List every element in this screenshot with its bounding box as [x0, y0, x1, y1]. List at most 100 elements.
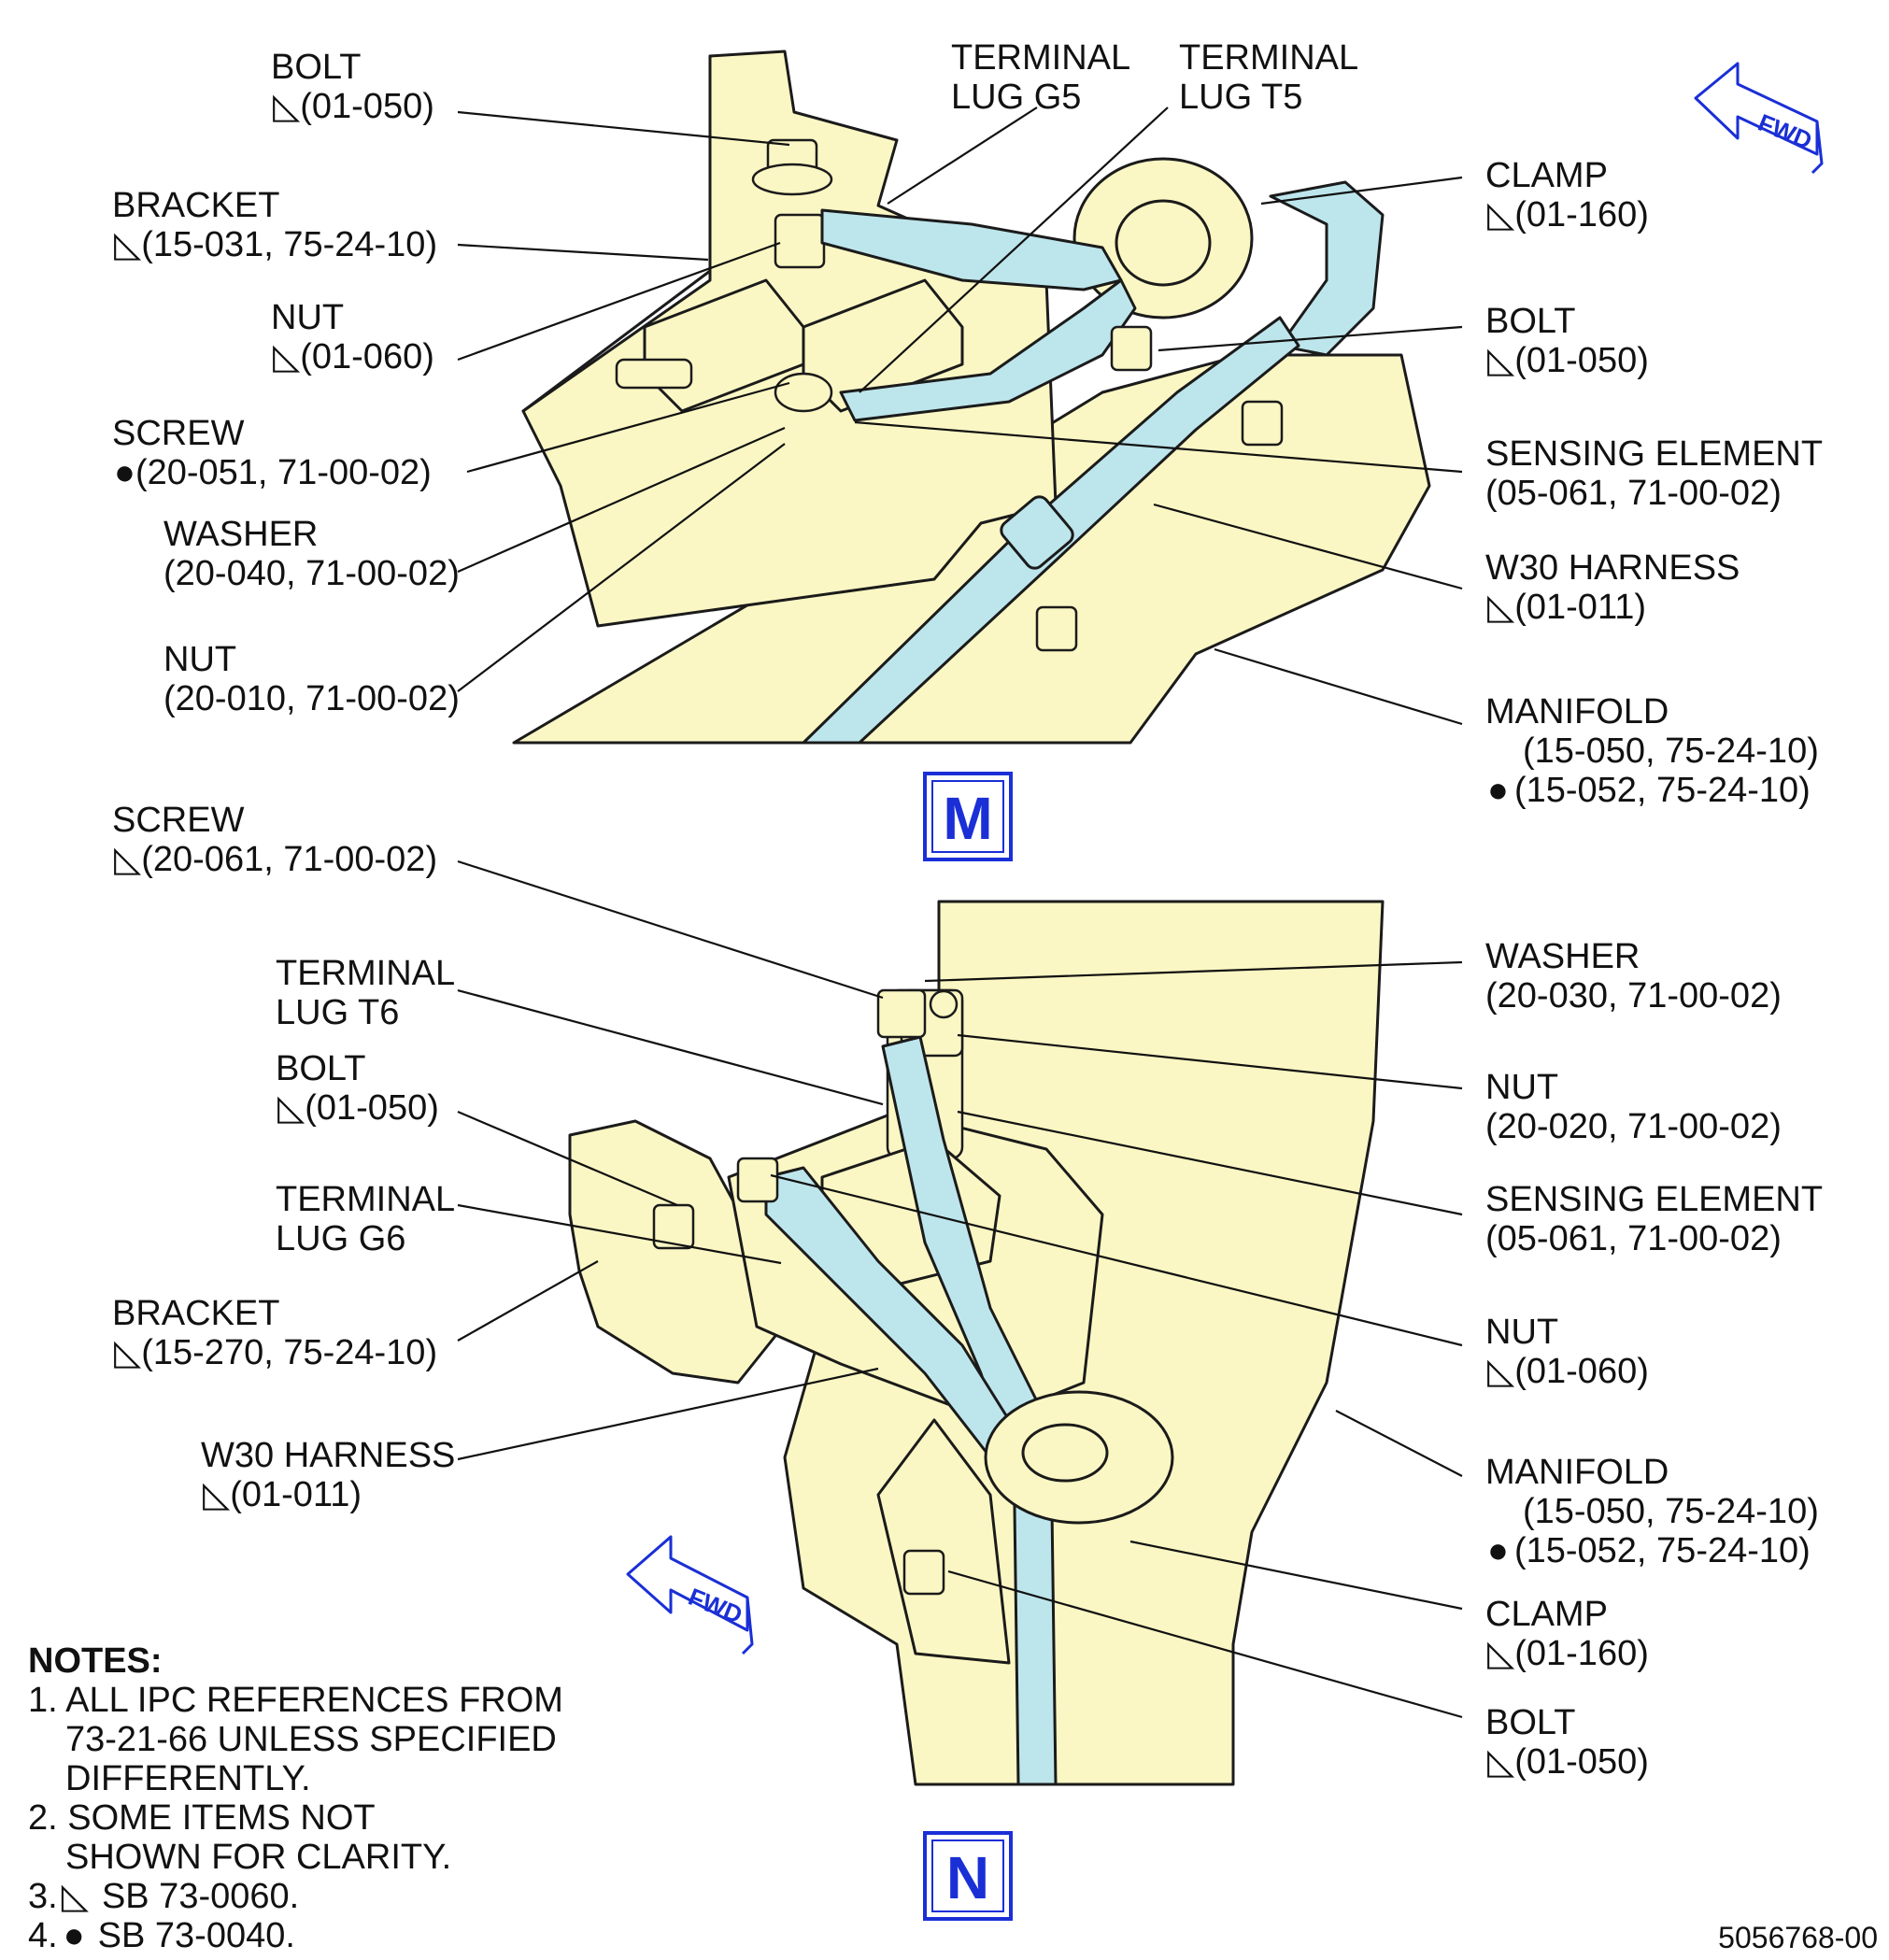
- label-screw: SCREW: [112, 414, 245, 453]
- triangle-symbol: ◺: [277, 1088, 305, 1128]
- view-n-labels: SCREW ◺(20-061, 71-00-02) TERMINAL LUG T…: [112, 801, 1823, 1782]
- svg-text:LUG T5: LUG T5: [1179, 78, 1302, 117]
- dot-symbol: ●: [1487, 1531, 1509, 1570]
- view-m-letter: M: [943, 785, 992, 852]
- svg-text:◺(01-050): ◺(01-050): [277, 1088, 439, 1128]
- svg-text:◺(15-270, 75-24-10): ◺(15-270, 75-24-10): [114, 1333, 437, 1372]
- view-n-hardware: [652, 988, 959, 1596]
- label-manifold: MANIFOLD: [1485, 692, 1669, 731]
- svg-text:LUG G6: LUG G6: [276, 1219, 405, 1258]
- label-terminal-g6: TERMINAL: [276, 1180, 455, 1219]
- svg-text:73-21-66 UNLESS SPECIFIED: 73-21-66 UNLESS SPECIFIED: [65, 1720, 557, 1759]
- svg-text:1. ALL IPC REFERENCES FROM: 1. ALL IPC REFERENCES FROM: [28, 1681, 563, 1720]
- svg-text:SHOWN FOR CLARITY.: SHOWN FOR CLARITY.: [65, 1838, 451, 1877]
- svg-text:4.●SB 73-0040.: 4.●SB 73-0040.: [28, 1916, 295, 1955]
- triangle-symbol: ◺: [62, 1877, 90, 1916]
- svg-text:2. SOME ITEMS NOT: 2. SOME ITEMS NOT: [28, 1798, 376, 1838]
- view-n-bracket: [568, 1119, 777, 1385]
- svg-text:(05-061, 71-00-02): (05-061, 71-00-02): [1485, 1219, 1782, 1258]
- triangle-symbol: ◺: [203, 1475, 231, 1514]
- triangle-symbol: ◺: [1487, 1742, 1515, 1782]
- view-m-marker: M: [923, 772, 1013, 861]
- view-n-clamp: [876, 1390, 1174, 1665]
- label-sensing-element: SENSING ELEMENT: [1485, 434, 1823, 474]
- svg-text:3.◺SB 73-0060.: 3.◺SB 73-0060.: [28, 1877, 299, 1916]
- view-n-leaders: [457, 859, 1463, 1719]
- view-m-labels: BOLT ◺(01-050) BRACKET ◺(15-031, 75-24-1…: [112, 38, 1823, 810]
- view-m-leaders: [457, 107, 1463, 726]
- notes-block: NOTES: 1. ALL IPC REFERENCES FROM 73-21-…: [28, 1641, 563, 1955]
- fwd-arrow-icon-m: FWD: [1694, 62, 1824, 175]
- svg-text:(15-050, 75-24-10): (15-050, 75-24-10): [1523, 1492, 1819, 1531]
- svg-text:◺(01-050): ◺(01-050): [1487, 1742, 1649, 1782]
- view-m-sensor-bodies: [615, 278, 964, 413]
- triangle-symbol: ◺: [1487, 1634, 1515, 1673]
- label-bolt-right-n: BOLT: [1485, 1703, 1575, 1742]
- svg-text:◺(20-061, 71-00-02): ◺(20-061, 71-00-02): [114, 840, 437, 879]
- svg-text:◺(01-060): ◺(01-060): [273, 337, 434, 376]
- notes-title: NOTES:: [28, 1641, 163, 1681]
- svg-text:(20-030, 71-00-02): (20-030, 71-00-02): [1485, 976, 1782, 1016]
- view-m-artwork: [512, 50, 1431, 745]
- triangle-symbol: ◺: [114, 1333, 142, 1372]
- label-nut-top: NUT: [271, 298, 344, 337]
- svg-text:(05-061, 71-00-02): (05-061, 71-00-02): [1485, 474, 1782, 513]
- label-harness: W30 HARNESS: [1485, 548, 1740, 588]
- view-n-harness: [764, 1035, 1058, 1786]
- label-clamp: CLAMP: [1485, 156, 1608, 195]
- svg-text:(20-010, 71-00-02): (20-010, 71-00-02): [163, 679, 460, 718]
- triangle-symbol: ◺: [1487, 1352, 1515, 1391]
- fwd-arrow-icon-n: FWD: [626, 1535, 754, 1655]
- triangle-symbol: ◺: [273, 337, 301, 376]
- label-screw-n: SCREW: [112, 801, 245, 840]
- label-terminal-t5: TERMINAL: [1179, 38, 1358, 78]
- dot-symbol: ●: [114, 453, 135, 492]
- dot-symbol: ●: [1487, 771, 1509, 810]
- svg-text:(15-050, 75-24-10): (15-050, 75-24-10): [1523, 731, 1819, 771]
- label-nut-upper-n: NUT: [1485, 1068, 1558, 1107]
- label-bolt-right: BOLT: [1485, 302, 1575, 341]
- label-washer-n: WASHER: [1485, 937, 1640, 976]
- svg-text:●(15-052, 75-24-10): ●(15-052, 75-24-10): [1487, 1531, 1811, 1570]
- svg-text:DIFFERENTLY.: DIFFERENTLY.: [65, 1759, 311, 1798]
- document-number: 5056768-00: [1718, 1921, 1878, 1954]
- label-clamp-n: CLAMP: [1485, 1595, 1608, 1634]
- triangle-symbol: ◺: [1487, 341, 1515, 380]
- label-nut-bottom: NUT: [163, 640, 236, 679]
- svg-text:◺(01-050): ◺(01-050): [273, 87, 434, 126]
- label-harness-n: W30 HARNESS: [201, 1436, 455, 1475]
- label-terminal-t6: TERMINAL: [276, 954, 455, 993]
- view-n-marker: N: [923, 1831, 1013, 1921]
- label-manifold-n: MANIFOLD: [1485, 1453, 1669, 1492]
- view-n-artwork: [568, 900, 1385, 1786]
- svg-text:LUG T6: LUG T6: [276, 993, 399, 1032]
- label-washer: WASHER: [163, 515, 318, 554]
- label-terminal-g5: TERMINAL: [951, 38, 1130, 78]
- svg-text:◺(01-160): ◺(01-160): [1487, 195, 1649, 234]
- view-n-letter: N: [946, 1844, 989, 1911]
- svg-text:●(20-051, 71-00-02): ●(20-051, 71-00-02): [114, 453, 432, 492]
- svg-text:(20-040, 71-00-02): (20-040, 71-00-02): [163, 554, 460, 593]
- svg-text:(20-020, 71-00-02): (20-020, 71-00-02): [1485, 1107, 1782, 1146]
- label-sensing-element-n: SENSING ELEMENT: [1485, 1180, 1823, 1219]
- label-bracket-n: BRACKET: [112, 1294, 279, 1333]
- svg-text:●(15-052, 75-24-10): ●(15-052, 75-24-10): [1487, 771, 1811, 810]
- view-m-harness: [802, 180, 1385, 745]
- svg-text:◺(01-011): ◺(01-011): [1487, 588, 1646, 627]
- label-bolt-top: BOLT: [271, 48, 361, 87]
- svg-text:LUG G5: LUG G5: [951, 78, 1081, 117]
- svg-text:◺(01-050): ◺(01-050): [1487, 341, 1649, 380]
- view-m-hardware: [1035, 325, 1284, 652]
- triangle-symbol: ◺: [1487, 588, 1515, 627]
- label-bolt-left-n: BOLT: [276, 1049, 365, 1088]
- label-bracket: BRACKET: [112, 186, 279, 225]
- triangle-symbol: ◺: [273, 87, 301, 126]
- svg-text:◺(15-031, 75-24-10): ◺(15-031, 75-24-10): [114, 225, 437, 264]
- dot-symbol: ●: [64, 1916, 85, 1955]
- svg-text:◺(01-160): ◺(01-160): [1487, 1634, 1649, 1673]
- triangle-symbol: ◺: [114, 225, 142, 264]
- triangle-symbol: ◺: [114, 840, 142, 879]
- svg-text:◺(01-060): ◺(01-060): [1487, 1352, 1649, 1391]
- triangle-symbol: ◺: [1487, 195, 1515, 234]
